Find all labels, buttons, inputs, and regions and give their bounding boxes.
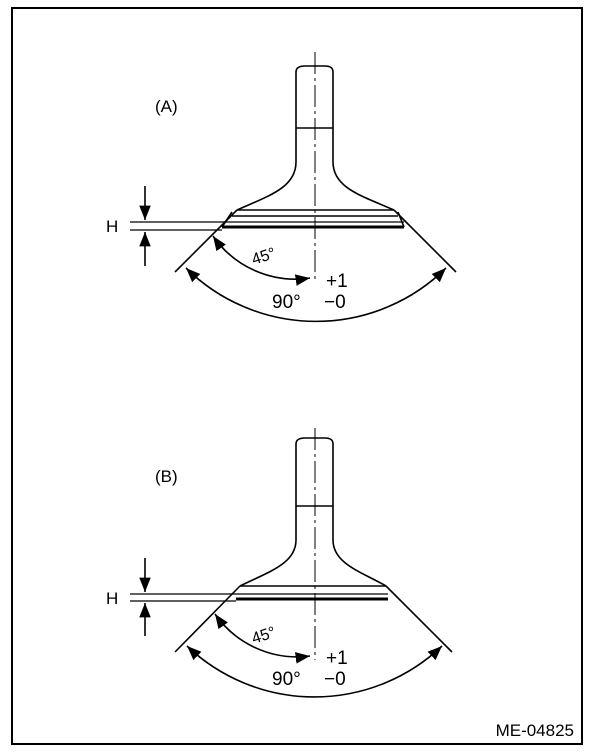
tolerance-plus-a: +1 [326,271,348,292]
seat-angle-label-a: 45° [250,245,278,269]
frame-border [11,7,583,745]
seat-angle-label-b: 45° [250,624,278,648]
dimension-h-label-b: H [106,589,118,608]
figure-id: ME-04825 [496,721,574,740]
tolerance-minus-b: −0 [324,669,346,690]
included-angle-label-b: 90° [272,669,301,690]
view-label-b: (B) [155,467,178,486]
valve-view-b [130,437,453,698]
dimension-h-label-a: H [106,217,118,236]
included-angle-label-a: 90° [272,292,301,313]
tolerance-plus-b: +1 [326,648,348,669]
tolerance-minus-a: −0 [324,292,346,313]
view-label-a: (A) [155,97,178,116]
valve-view-a [130,65,457,323]
